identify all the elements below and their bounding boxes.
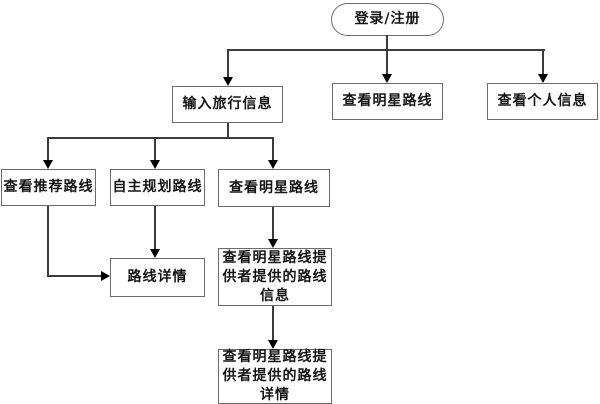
node-enter-travel-info: 输入旅行信息 — [172, 86, 283, 123]
connector-to-view-star-routes-2 — [272, 137, 274, 161]
node-provider-route-details: 查看明星路线提 供者提供的路线 详情 — [218, 349, 332, 404]
connector-starroutes-to-provider-info — [272, 207, 274, 241]
arrowhead-down-icon — [150, 160, 160, 169]
arrowhead-down-icon — [268, 239, 278, 248]
connector-enter-travel-down — [227, 123, 229, 139]
node-view-star-routes-2: 查看明星路线 — [218, 169, 330, 207]
connector-mid-branch-horizontal — [47, 137, 274, 139]
connector-to-view-star-routes — [386, 49, 388, 75]
node-login: 登录/注册 — [331, 3, 444, 36]
connector-login-down — [386, 35, 388, 51]
connector-selfplan-to-details — [154, 206, 156, 250]
connector-recommended-right — [47, 275, 101, 277]
arrowhead-down-icon — [268, 160, 278, 169]
arrowhead-down-icon — [223, 77, 233, 86]
connector-to-recommended-routes — [47, 137, 49, 161]
arrowhead-down-icon — [150, 249, 160, 258]
node-route-details: 路线详情 — [110, 258, 205, 297]
arrowhead-down-icon — [43, 160, 53, 169]
connector-provider-info-to-details — [272, 306, 274, 342]
connector-to-enter-travel-info — [227, 49, 229, 78]
node-view-recommended-routes: 查看推荐路线 — [1, 169, 96, 206]
connector-to-view-personal-info — [542, 49, 544, 75]
node-view-personal-info: 查看个人信息 — [487, 83, 598, 120]
arrowhead-down-icon — [538, 74, 548, 83]
connector-to-self-plan-route — [154, 137, 156, 161]
node-provider-route-info: 查看明星路线提 供者提供的路线 信息 — [218, 248, 332, 306]
connector-recommended-down — [47, 206, 49, 277]
node-self-plan-route: 自主规划路线 — [110, 169, 205, 206]
arrowhead-down-icon — [382, 74, 392, 83]
arrowhead-right-icon — [101, 271, 110, 281]
node-view-star-routes: 查看明星路线 — [332, 83, 443, 120]
arrowhead-down-icon — [268, 340, 278, 349]
